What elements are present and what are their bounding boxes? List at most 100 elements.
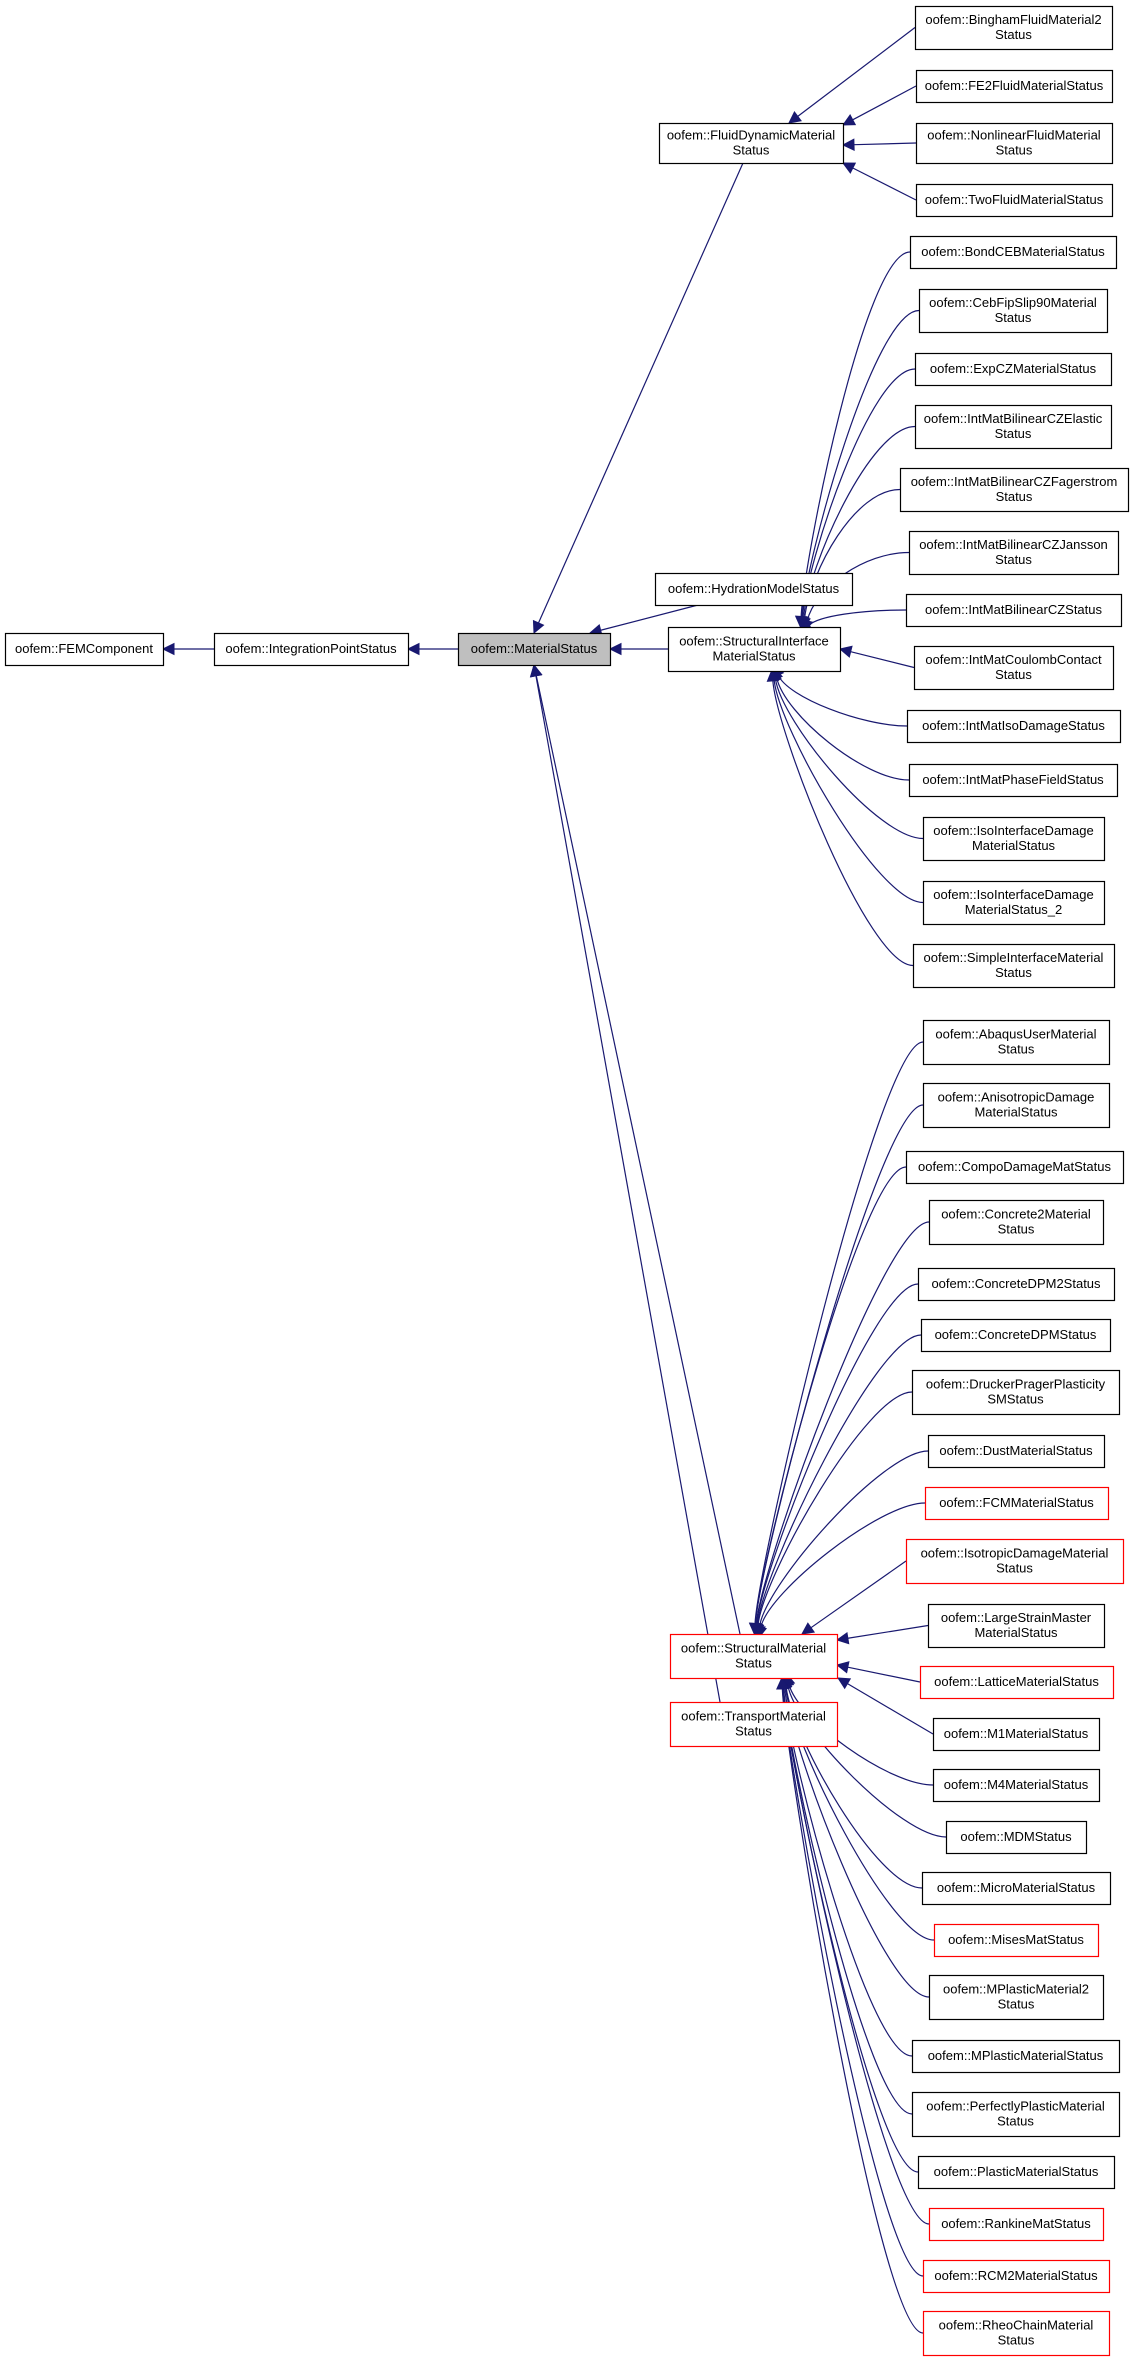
class-node-iim2[interactable]: oofem::IsoInterfaceDamageMaterialStatus_… xyxy=(922,880,1106,926)
class-node-hyd[interactable]: oofem::HydrationModelStatus xyxy=(654,572,854,607)
class-node-label: oofem::MDMStatus xyxy=(960,1829,1072,1844)
class-node-box xyxy=(915,122,1114,165)
inheritance-arrowhead xyxy=(835,1631,850,1645)
class-node-label: oofem::IntegrationPointStatus xyxy=(225,641,397,656)
class-node-rcm[interactable]: oofem::RCM2MaterialStatus xyxy=(922,2259,1111,2294)
class-node-label: oofem::BondCEBMaterialStatus xyxy=(921,244,1105,259)
class-node-label: Status xyxy=(995,552,1032,567)
class-node-box xyxy=(945,1820,1088,1855)
inheritance-edge xyxy=(535,675,741,1635)
inheritance-arrowhead xyxy=(532,619,545,635)
inheritance-edge xyxy=(600,604,699,631)
class-node-plm[interactable]: oofem::PlasticMaterialStatus xyxy=(917,2155,1116,2190)
class-node-label: oofem::IntMatCoulombContact xyxy=(925,652,1102,667)
class-node-box xyxy=(914,5,1114,51)
class-node-label: Status xyxy=(998,1997,1035,2012)
class-node-label: oofem::TwoFluidMaterialStatus xyxy=(925,192,1104,207)
class-node-rnk[interactable]: oofem::RankineMatStatus xyxy=(928,2207,1105,2242)
class-node-label: oofem::RheoChainMaterial xyxy=(939,2318,1094,2333)
inheritance-edge xyxy=(781,1688,924,2334)
class-node-fem[interactable]: oofem::FEMComponent xyxy=(4,632,165,667)
class-node-mpm[interactable]: oofem::MPlasticMaterialStatus xyxy=(911,2039,1121,2074)
class-node-box xyxy=(921,1871,1112,1906)
class-node-cd2[interactable]: oofem::ConcreteDPM2Status xyxy=(917,1267,1116,1302)
class-node-label: Status xyxy=(733,143,770,158)
class-node-dst[interactable]: oofem::DustMaterialStatus xyxy=(927,1434,1106,1469)
class-node-box xyxy=(919,1665,1115,1700)
class-node-mdm[interactable]: oofem::MDMStatus xyxy=(945,1820,1088,1855)
class-node-mic[interactable]: oofem::MicroMaterialStatus xyxy=(921,1871,1112,1906)
inheritance-edge xyxy=(782,1688,913,2115)
inheritance-arrowhead xyxy=(608,642,622,656)
class-node-box xyxy=(913,645,1115,691)
class-node-msat[interactable]: oofem::MaterialStatus xyxy=(457,632,612,667)
class-node-iid[interactable]: oofem::IntMatIsoDamageStatus xyxy=(906,709,1122,744)
class-node-box xyxy=(914,404,1113,450)
class-node-box xyxy=(909,235,1118,270)
inheritance-edge xyxy=(852,85,917,121)
inheritance-edge xyxy=(759,1450,929,1627)
class-node-label: Status xyxy=(735,1724,772,1739)
class-node-box xyxy=(922,1082,1111,1129)
inheritance-edge xyxy=(777,674,908,727)
class-node-box xyxy=(658,122,845,165)
class-node-tfm[interactable]: oofem::TwoFluidMaterialStatus xyxy=(915,183,1114,218)
class-node-label: oofem::CompoDamageMatStatus xyxy=(918,1159,1111,1174)
class-node-ips[interactable]: oofem::IntegrationPointStatus xyxy=(213,632,410,667)
class-node-ecz[interactable]: oofem::ExpCZMaterialStatus xyxy=(914,352,1113,387)
inheritance-arrowhead xyxy=(766,668,780,682)
class-node-label: oofem::ExpCZMaterialStatus xyxy=(930,361,1097,376)
class-node-mis[interactable]: oofem::MisesMatStatus xyxy=(933,1923,1100,1958)
inheritance-arrowhead xyxy=(776,1676,789,1690)
class-node-box xyxy=(4,632,165,667)
inheritance-arrowhead xyxy=(788,111,802,124)
class-node-label: oofem::AbaqusUserMaterial xyxy=(935,1027,1096,1042)
inheritance-arrowhead xyxy=(529,663,543,678)
class-node-m4[interactable]: oofem::M4MaterialStatus xyxy=(932,1768,1101,1803)
class-node-lat[interactable]: oofem::LatticeMaterialStatus xyxy=(919,1665,1115,1700)
class-node-fcm[interactable]: oofem::FCMMaterialStatus xyxy=(924,1486,1110,1521)
class-node-bce[interactable]: oofem::BondCEBMaterialStatus xyxy=(909,235,1118,270)
inheritance-edge xyxy=(847,1683,934,1735)
class-node-box xyxy=(928,1974,1105,2021)
class-node-box xyxy=(932,1768,1101,1803)
inheritance-edge xyxy=(757,1391,913,1625)
class-node-box xyxy=(667,626,842,673)
class-node-label: Status xyxy=(995,27,1032,42)
class-node-label: MaterialStatus xyxy=(974,1625,1058,1640)
class-node-label: Status xyxy=(996,143,1033,158)
class-node-cmp[interactable]: oofem::CompoDamageMatStatus xyxy=(905,1150,1125,1185)
class-node-box xyxy=(912,943,1116,989)
inheritance-edge xyxy=(754,1166,907,1624)
class-node-ipf[interactable]: oofem::IntMatPhaseFieldStatus xyxy=(908,763,1119,798)
class-node-cdp[interactable]: oofem::ConcreteDPMStatus xyxy=(920,1318,1112,1353)
class-node-m1[interactable]: oofem::M1MaterialStatus xyxy=(932,1717,1101,1752)
class-node-fe2[interactable]: oofem::FE2FluidMaterialStatus xyxy=(915,69,1114,104)
class-node-label: oofem::DruckerPragerPlasticity xyxy=(926,1377,1106,1392)
class-node-ibs[interactable]: oofem::IntMatBilinearCZStatus xyxy=(905,593,1123,628)
inheritance-edge xyxy=(773,680,924,904)
inheritance-edge xyxy=(774,678,924,840)
